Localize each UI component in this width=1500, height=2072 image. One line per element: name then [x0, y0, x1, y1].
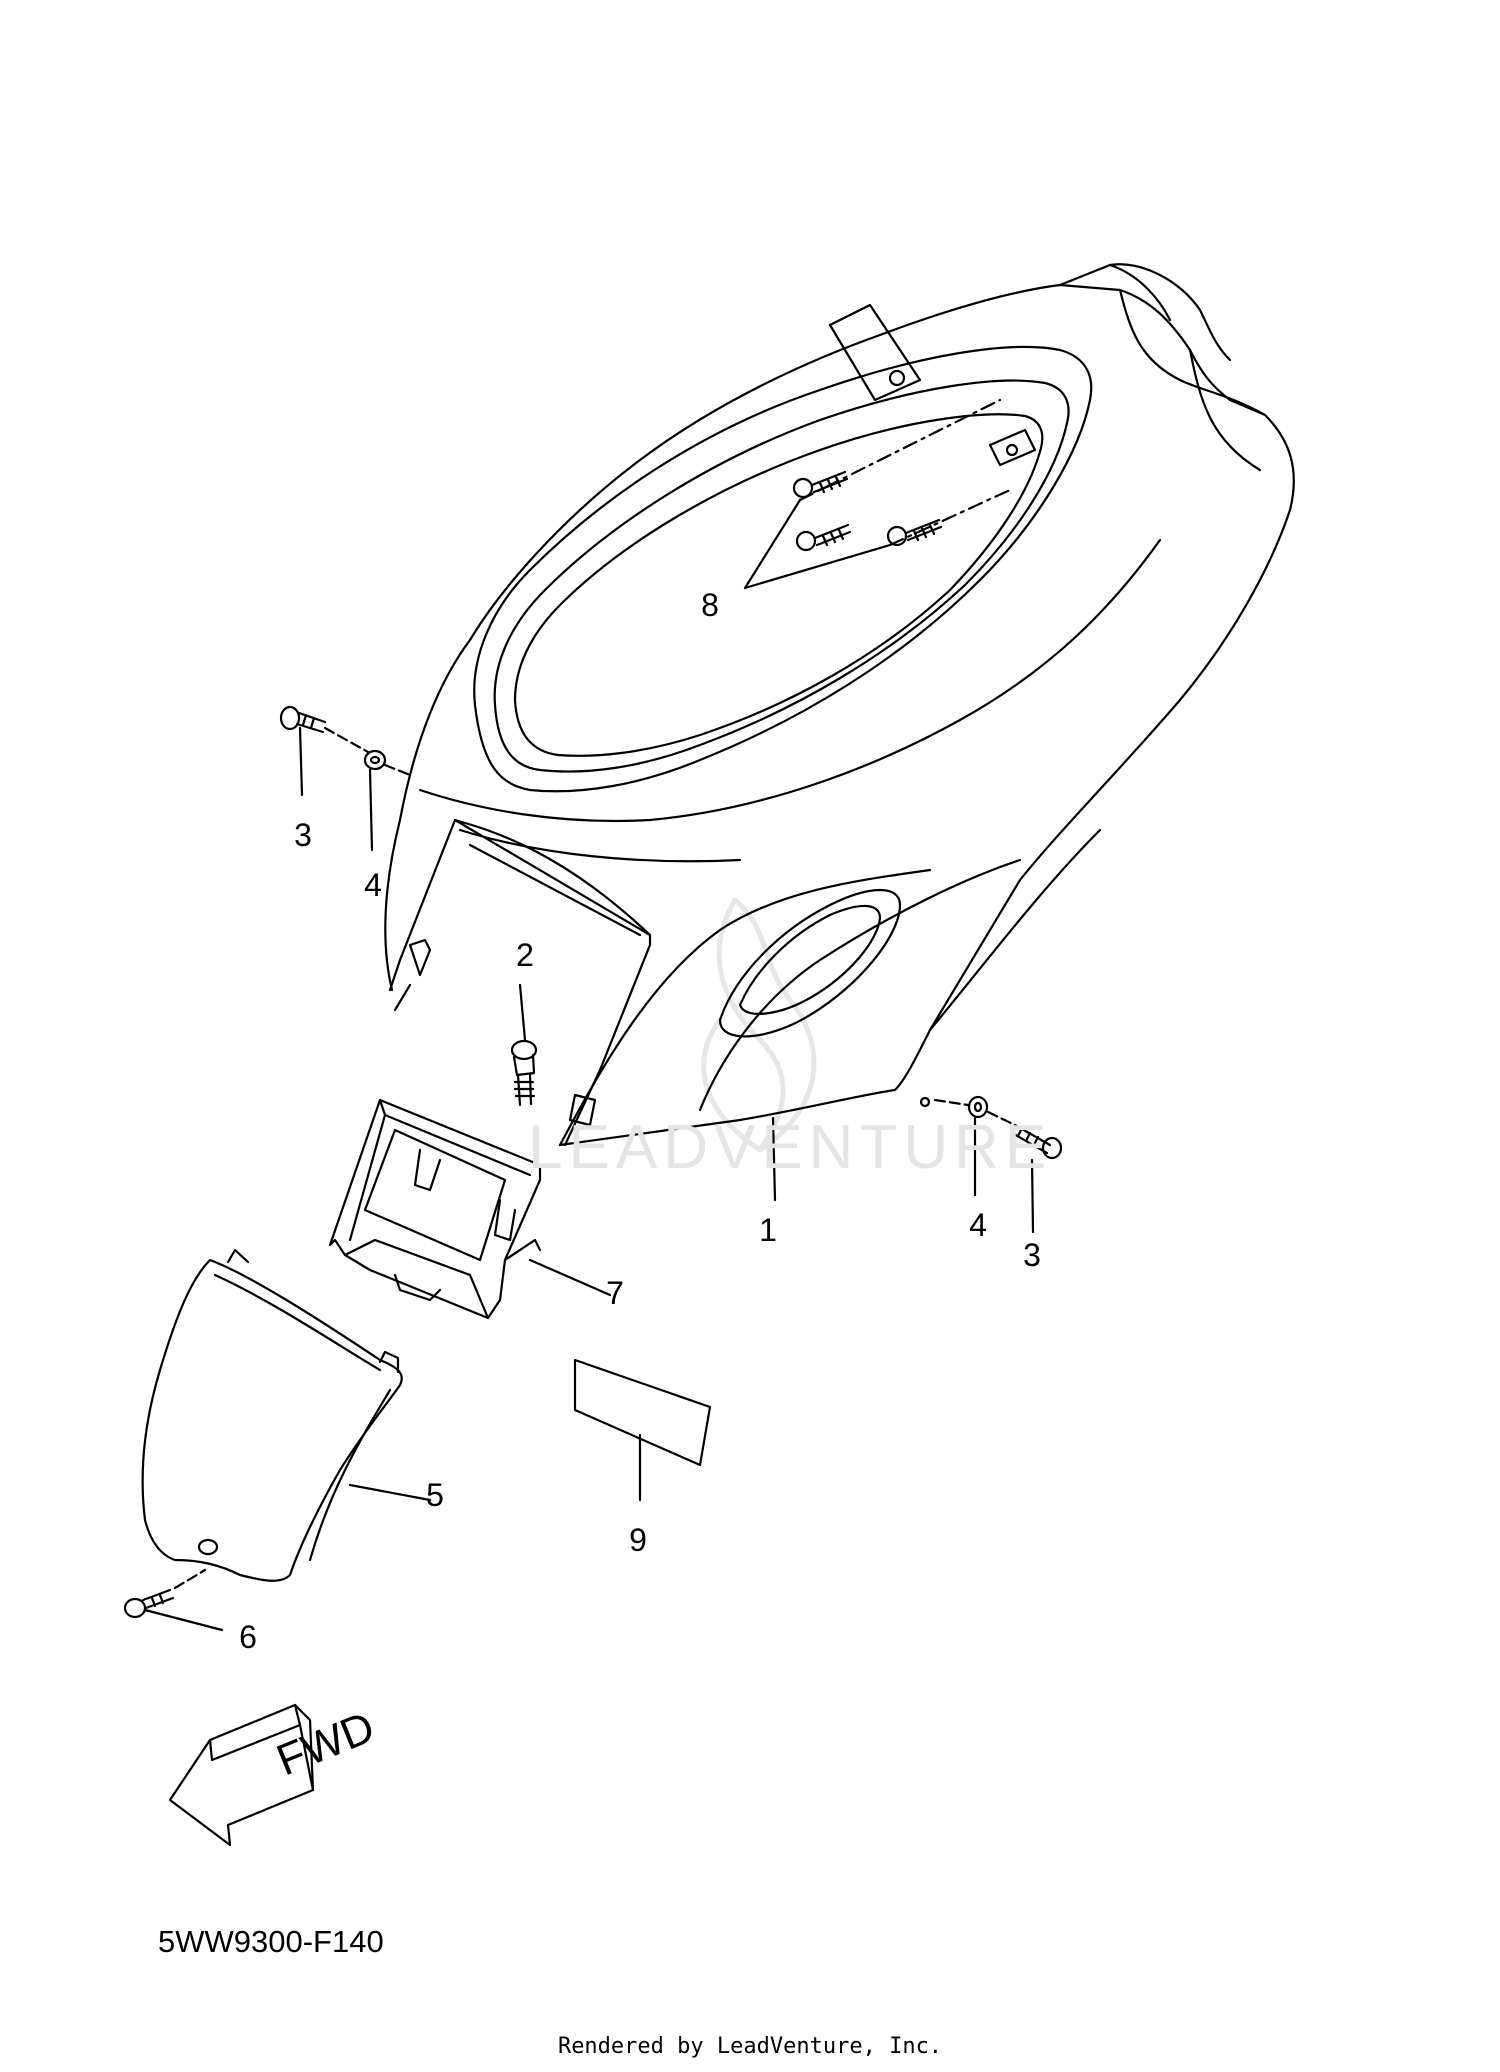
- part-4-washer-left: [323, 726, 412, 852]
- part-4-washer-right: [933, 1095, 989, 1197]
- fwd-arrow-icon: [168, 1703, 315, 1847]
- render-credit: Rendered by LeadVenture, Inc.: [557, 2034, 943, 2059]
- watermark-text: LEADVENTURE: [528, 1113, 1053, 1182]
- screw-8c: [886, 518, 943, 547]
- callout-5: 5: [426, 1477, 444, 1513]
- callout-2: 2: [516, 937, 534, 973]
- part-1-body-cover: [384, 263, 1295, 1147]
- part-3-bolt-left: [279, 705, 327, 797]
- callout-7: 7: [606, 1275, 624, 1311]
- part-2-screw: [510, 983, 538, 1107]
- callout-8: 8: [701, 587, 719, 623]
- callout-4-right: 4: [969, 1207, 987, 1243]
- callout-3-right: 3: [1023, 1237, 1041, 1273]
- part-3-bolt-right: [986, 1110, 1063, 1234]
- part-5-rear-cover: [141, 1248, 432, 1582]
- leader-1: [771, 1116, 777, 1202]
- part-7-inner-box: [328, 1098, 612, 1320]
- callout-1: 1: [759, 1212, 777, 1248]
- callout-9: 9: [629, 1522, 647, 1558]
- callout-4-left: 4: [364, 867, 382, 903]
- screw-8b: [795, 523, 852, 552]
- diagram-code: 5WW9300-F140: [158, 1924, 384, 1959]
- watermark-logo: [701, 897, 817, 1153]
- part-8-screws: [743, 398, 1012, 590]
- part-9-label: [573, 1358, 712, 1502]
- screw-8a: [792, 470, 849, 499]
- part-6-screw: [123, 1568, 224, 1632]
- callout-6: 6: [239, 1619, 257, 1655]
- callout-3-left: 3: [294, 817, 312, 853]
